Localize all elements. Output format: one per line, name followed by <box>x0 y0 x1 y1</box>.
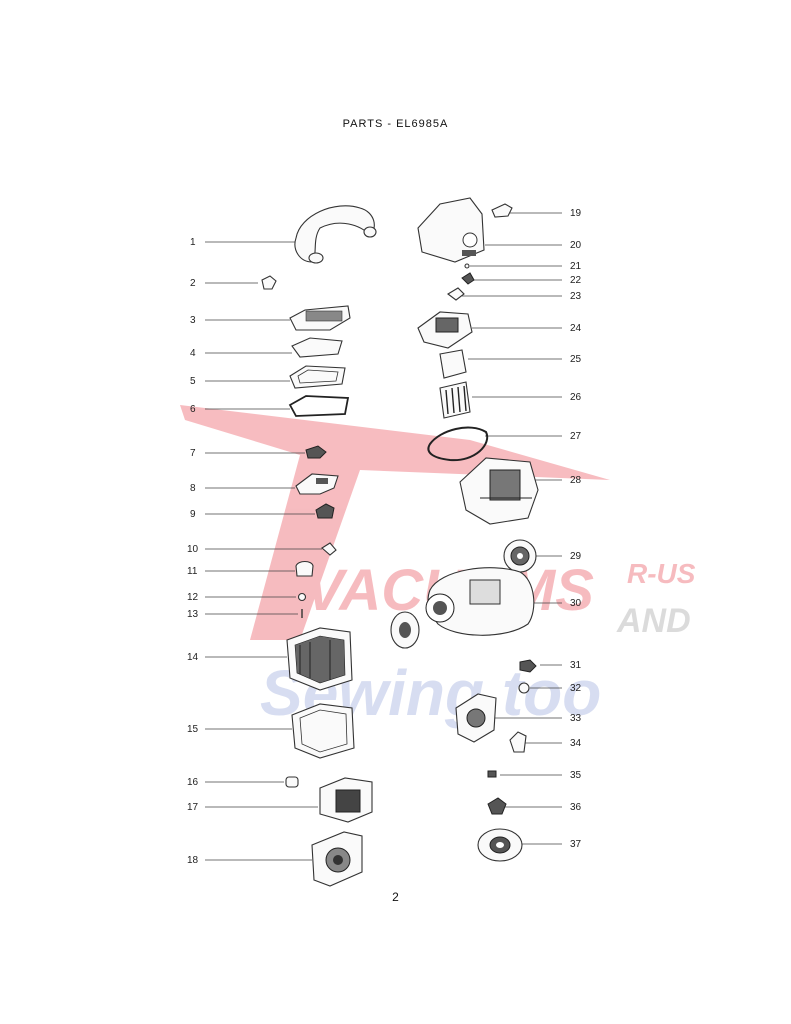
part-motor-bracket <box>509 731 527 753</box>
callout-30: 30 <box>570 598 582 609</box>
callout-31: 31 <box>570 660 582 671</box>
right-leader-lines <box>462 212 562 845</box>
callout-22: 22 <box>570 275 582 286</box>
part-washer <box>297 592 307 602</box>
callout-29: 29 <box>570 551 582 562</box>
part-grille <box>311 831 363 887</box>
part-clip <box>315 503 335 519</box>
callout-4: 4 <box>190 348 196 359</box>
left-leader-lines <box>205 241 322 861</box>
callout-37: 37 <box>570 839 582 850</box>
callout-16: 16 <box>187 777 199 788</box>
callout-1: 1 <box>190 237 196 248</box>
part-cap <box>295 560 314 577</box>
callout-17: 17 <box>187 802 199 813</box>
part-base-body <box>425 567 535 636</box>
callout-27: 27 <box>570 431 582 442</box>
callout-9: 9 <box>190 509 196 520</box>
part-pad <box>439 349 467 379</box>
callout-10: 10 <box>187 544 199 555</box>
callout-26: 26 <box>570 392 582 403</box>
callout-33: 33 <box>570 713 582 724</box>
part-carbon-brush <box>487 797 507 815</box>
part-dust-container <box>286 627 353 691</box>
left-parts <box>261 205 377 887</box>
part-hook <box>321 542 337 556</box>
part-knob <box>261 275 277 290</box>
callout-5: 5 <box>190 376 196 387</box>
callout-14: 14 <box>187 652 199 663</box>
callout-32: 32 <box>570 683 582 694</box>
left-callout-numbers: 1 2 3 4 5 6 7 8 9 10 11 12 13 14 15 16 1… <box>187 237 199 866</box>
callout-11: 11 <box>187 566 198 577</box>
watermark-line3: AND <box>616 602 691 640</box>
part-end-cap <box>519 659 537 673</box>
part-motor-cover <box>455 693 497 743</box>
part-bushing <box>285 776 299 788</box>
part-motor <box>477 828 523 862</box>
part-fan-disc <box>503 539 537 573</box>
callout-13: 13 <box>187 609 199 620</box>
part-o-ring <box>518 682 530 694</box>
part-upper-frame <box>417 311 473 349</box>
part-cyclone-housing <box>459 457 539 525</box>
watermark-line2: R-US <box>627 558 696 589</box>
right-callout-numbers: 19 20 21 22 23 24 25 26 27 28 29 30 31 3… <box>570 208 582 850</box>
part-latch <box>305 445 327 459</box>
callout-28: 28 <box>570 475 582 486</box>
callout-35: 35 <box>570 770 582 781</box>
callout-12: 12 <box>187 592 199 603</box>
page-number: 2 <box>392 890 399 904</box>
page-title: PARTS - EL6985A <box>342 118 449 130</box>
callout-23: 23 <box>570 291 582 302</box>
part-handle <box>294 205 375 263</box>
callout-36: 36 <box>570 802 582 813</box>
part-button <box>491 203 513 218</box>
right-parts <box>390 197 539 862</box>
callout-34: 34 <box>570 738 582 749</box>
part-wheel <box>390 611 420 649</box>
part-screw <box>487 770 497 778</box>
part-motor-housing <box>319 777 373 823</box>
part-lever <box>447 287 465 301</box>
callout-18: 18 <box>187 855 199 866</box>
part-spring <box>464 263 470 269</box>
callout-2: 2 <box>190 278 196 289</box>
callout-15: 15 <box>187 724 199 735</box>
part-seal <box>427 426 489 462</box>
callout-8: 8 <box>190 483 196 494</box>
part-gasket <box>288 395 350 417</box>
part-top-cover <box>417 197 485 263</box>
part-filter-plate <box>291 337 343 358</box>
part-catch <box>461 272 475 285</box>
callout-19: 19 <box>570 208 582 219</box>
callout-25: 25 <box>570 354 582 365</box>
callout-21: 21 <box>570 261 582 272</box>
callout-20: 20 <box>570 240 582 251</box>
callout-7: 7 <box>190 448 196 459</box>
part-bag-holder <box>291 703 355 759</box>
watermark: VACUUMS R-US AND Sewing too <box>180 405 696 729</box>
callout-6: 6 <box>190 404 196 415</box>
callout-3: 3 <box>190 315 196 326</box>
part-grille-filter <box>439 381 471 419</box>
callout-24: 24 <box>570 323 582 334</box>
